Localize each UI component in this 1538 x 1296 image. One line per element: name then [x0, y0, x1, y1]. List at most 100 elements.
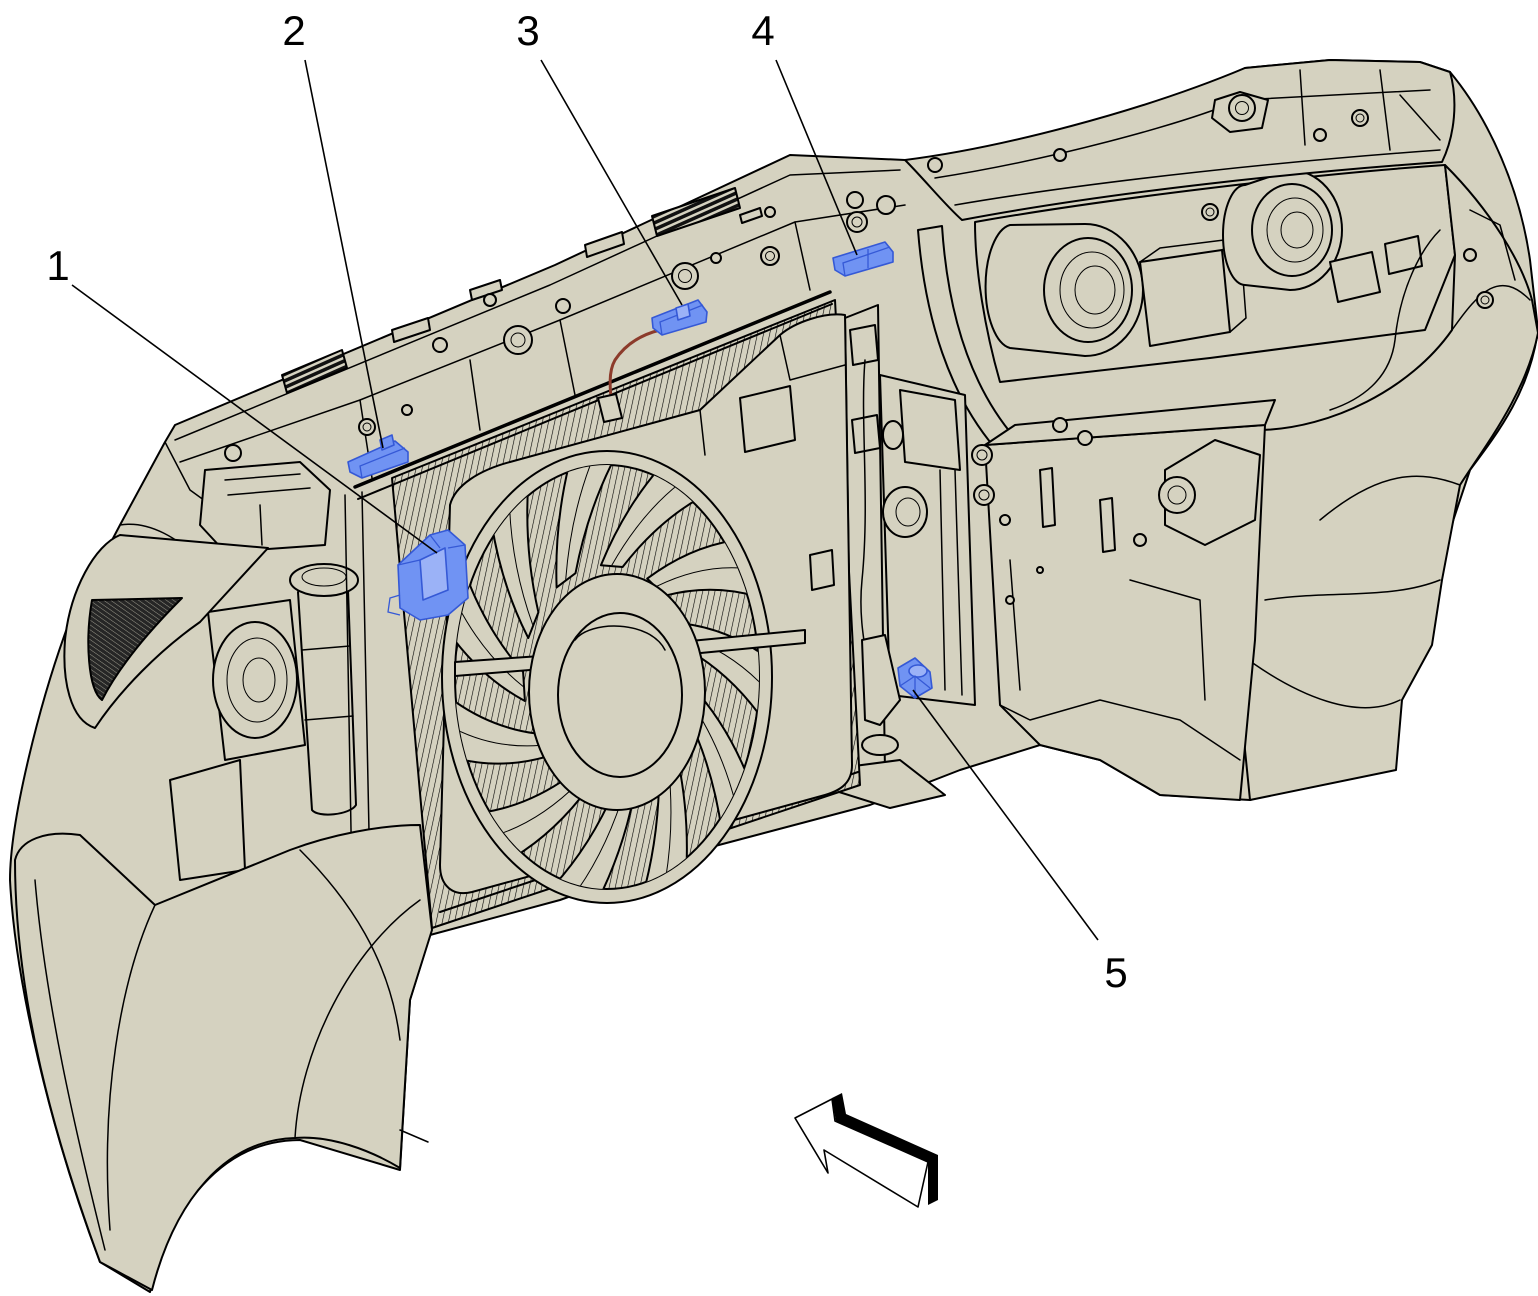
- mounting-hole: [876, 195, 896, 215]
- mounting-hole-bore: [678, 269, 692, 283]
- mounting-hole-bore: [1235, 101, 1249, 115]
- mounting-hole: [1476, 291, 1494, 309]
- headlamp-bulb-outer: [1280, 211, 1314, 249]
- mounting-hole: [1052, 417, 1068, 433]
- left-inlet-grille-mesh: [87, 597, 183, 701]
- arrow-shadow: [832, 1093, 938, 1205]
- connector-5-edges: [899, 675, 931, 698]
- connector-5: [897, 657, 933, 699]
- left-front-structure: [63, 441, 371, 886]
- mounting-hole: [1201, 203, 1219, 221]
- mounting-hole: [555, 298, 571, 314]
- mounting-hole: [1228, 94, 1256, 122]
- sensor-mount-bracket: [861, 634, 901, 726]
- upper-tie-bar-right: [904, 59, 1456, 221]
- headlamp-bulb-inner: [1074, 265, 1116, 315]
- mounting-hole: [999, 514, 1011, 526]
- shroud-side-clip: [809, 549, 835, 591]
- tie-bar-slot-2: [584, 231, 625, 258]
- fender-liner-contours: [34, 849, 429, 1251]
- tie-bar-flanges: [359, 221, 811, 479]
- wire-clip: [597, 393, 623, 423]
- fan-blade: [555, 465, 617, 589]
- support-grommet: [882, 420, 904, 450]
- fan-blade-rib: [611, 483, 680, 566]
- horn-center: [895, 497, 921, 527]
- mounting-hole: [1133, 533, 1147, 547]
- mounting-hole-bore: [765, 251, 775, 261]
- mounting-hole: [973, 484, 995, 506]
- mounting-hole-bore: [851, 216, 863, 228]
- callouts: 1 2 3 4 5: [46, 7, 1127, 996]
- connector-2-tab: [379, 434, 395, 451]
- support-ribs: [939, 469, 963, 696]
- radiator-top-tank: [353, 290, 832, 489]
- radiator-top-tank-edge: [357, 303, 833, 500]
- mounting-hole: [846, 191, 864, 209]
- callout-4-label: 4: [751, 7, 774, 54]
- callout-4-leader: [775, 59, 858, 256]
- headlamp-control-module: [1139, 249, 1231, 347]
- mounting-hole: [503, 325, 533, 355]
- lower-hose-fitting: [861, 734, 899, 756]
- mounting-hole: [432, 337, 448, 353]
- fan-blade-rib: [457, 605, 524, 687]
- callout-2-leader: [304, 59, 384, 449]
- connector-2: [347, 434, 409, 479]
- horn: [882, 486, 928, 538]
- support-bracket-box: [899, 389, 961, 471]
- callout-1-label: 1: [46, 242, 69, 289]
- tie-bar-right-edge-lower: [954, 149, 1441, 206]
- fan-motor-cap: [557, 612, 683, 778]
- fan-blade-rib: [565, 465, 593, 580]
- bumper-mount-boss: [1158, 476, 1196, 514]
- left-headlamp-ring: [226, 637, 288, 723]
- headlamp-lens-outer: [1251, 183, 1333, 277]
- headlamp-bracket-right: [1384, 235, 1423, 275]
- mounting-hole: [1005, 595, 1015, 605]
- cooling-module: [353, 290, 861, 929]
- mounting-hole: [760, 246, 780, 266]
- mounting-hole: [1313, 128, 1327, 142]
- mounting-hole: [483, 293, 497, 307]
- mounting-hole: [1351, 109, 1369, 127]
- frame-rail-slot-2: [1099, 497, 1116, 553]
- mounting-hole-bore: [510, 332, 526, 348]
- connector-4-edges: [842, 246, 891, 277]
- mounting-hole-bore: [1355, 113, 1365, 123]
- left-fender-liner: [14, 824, 433, 1291]
- left-housing-details: [224, 473, 311, 546]
- mounting-hole: [224, 444, 242, 462]
- mounting-hole: [1463, 248, 1477, 262]
- tie-bar-vent-center: [651, 187, 741, 237]
- shroud-upper-box: [699, 334, 846, 456]
- tie-bar-slot-3: [469, 279, 503, 301]
- fan-blade-rib: [656, 567, 744, 587]
- callout-5-label: 5: [1104, 949, 1127, 996]
- mounting-hole: [764, 206, 776, 218]
- connector-1: [387, 529, 469, 621]
- bumper-mount-bore: [1167, 485, 1187, 505]
- mounting-hole: [1077, 430, 1093, 446]
- reservoir-cap: [289, 563, 359, 597]
- fan-blade: [455, 695, 549, 765]
- connector-1-edges: [387, 534, 466, 616]
- connector-5-face: [908, 664, 928, 678]
- left-lower-bracket: [169, 759, 246, 881]
- callout-3-label: 3: [516, 7, 539, 54]
- callout-5-leader: [912, 689, 1099, 941]
- left-headlamp-upper-housing: [199, 461, 331, 553]
- left-inlet-frame: [63, 534, 269, 729]
- connector-4: [832, 241, 894, 277]
- mounting-hole: [710, 252, 722, 264]
- side-tank-clip-2: [851, 414, 881, 454]
- mounting-hole-bore: [976, 449, 988, 461]
- mounting-hole: [1036, 566, 1044, 574]
- arrow-outline: [794, 1098, 929, 1208]
- tie-bar-right-ribs: [1299, 69, 1441, 151]
- mounting-hole: [401, 404, 413, 416]
- callout-1-leader: [71, 284, 438, 554]
- mounting-hole: [971, 444, 993, 466]
- mounting-hole: [927, 157, 943, 173]
